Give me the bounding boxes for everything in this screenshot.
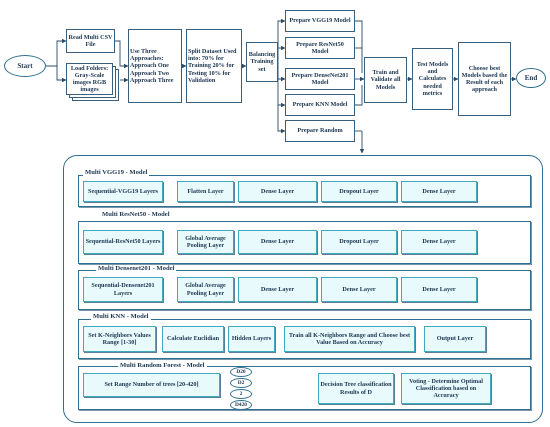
- densenet201-layer-gap: Global Average Pooling Layer: [177, 277, 234, 302]
- balancing-step: Balancing Training set: [246, 42, 278, 82]
- prepare-random-step: Prepare Random: [285, 120, 355, 142]
- resnet50-layer-gap: Global Average Pooling Layer: [177, 230, 234, 254]
- rf-set-range-step: Set Range Number of trees [20-420]: [83, 373, 220, 397]
- resnet50-layer-sequential: Sequential-ResNet50 Layers: [83, 230, 163, 254]
- load-folders-step: Load Folders: Gray-Scale images RGB imag…: [66, 63, 113, 95]
- train-validate-step: Train and Validate all Models: [364, 57, 407, 103]
- start-terminal: Start: [4, 55, 46, 77]
- test-models-step: Test Models and Calculates needed metric…: [412, 48, 453, 110]
- vgg19-layer-dropout: Dropout Layer: [321, 181, 397, 202]
- resnet50-layer-dense-1: Dense Layer: [238, 230, 317, 254]
- rf-decision-tree-step: Decision Tree classification Results of …: [318, 373, 394, 404]
- approaches-step: Use Three Approaches: Approach One Appro…: [128, 29, 182, 103]
- rf-tree-2: 2: [230, 389, 252, 399]
- read-csv-step: Read Multi CSV File: [66, 29, 115, 53]
- vgg19-layer-sequential: Sequential-VGG19 Layers: [83, 181, 163, 202]
- rf-tree-d420: D420: [230, 400, 252, 410]
- knn-hidden-layers-step: Hidden Layers: [228, 326, 275, 352]
- knn-section-title: Multi KNN - Model: [91, 313, 151, 320]
- densenet201-layer-dense-1: Dense Layer: [238, 277, 317, 302]
- end-terminal: End: [516, 68, 546, 88]
- prepare-densenet201-step: Prepare DenseNet201 Model: [285, 68, 355, 90]
- resnet50-layer-dropout: Dropout Layer: [321, 230, 397, 254]
- random-forest-section-title: Multi Random Forest - Model: [118, 362, 207, 369]
- vgg19-layer-dense-2: Dense Layer: [401, 181, 477, 202]
- vgg19-section-title: Multi VGG19 - Model: [83, 169, 150, 176]
- choose-best-step: Choose best Models based the Result of e…: [458, 42, 511, 116]
- knn-output-layer-step: Output Layer: [424, 326, 486, 352]
- knn-set-range-step: Set K-Neighbors Values Range [1-30]: [83, 326, 156, 352]
- knn-euclidian-step: Calculate Euclidian: [162, 326, 224, 352]
- vgg19-layer-flatten: Flatten Layer: [177, 181, 234, 202]
- vgg19-layer-dense-1: Dense Layer: [238, 181, 317, 202]
- densenet201-layer-dense-3: Dense Layer: [401, 277, 477, 302]
- resnet50-layer-dense-2: Dense Layer: [401, 230, 477, 254]
- densenet201-layer-dense-2: Dense Layer: [321, 277, 397, 302]
- densenet201-layer-sequential: Sequential-Densenet201 Layers: [83, 277, 163, 302]
- rf-voting-step: Voting - Determine Optimal Classificatio…: [401, 373, 491, 404]
- prepare-knn-step: Prepare KNN Model: [285, 94, 355, 116]
- rf-tree-d2: D2: [230, 378, 252, 388]
- rf-tree-d20: D20: [230, 367, 252, 377]
- prepare-vgg19-step: Prepare VGG19 Model: [285, 10, 355, 32]
- prepare-resnet50-step: Prepare ResNet50 Model: [285, 37, 355, 59]
- resnet50-section-title: Multi ResNet50 - Model: [100, 211, 172, 218]
- densenet201-section-title: Multi Densenet201 - Model: [96, 265, 177, 272]
- split-dataset-step: Split Dataset Used into: 70% for Trainin…: [186, 29, 242, 103]
- knn-train-choose-step: Train all K-Neighbors Range and Choose b…: [284, 326, 415, 352]
